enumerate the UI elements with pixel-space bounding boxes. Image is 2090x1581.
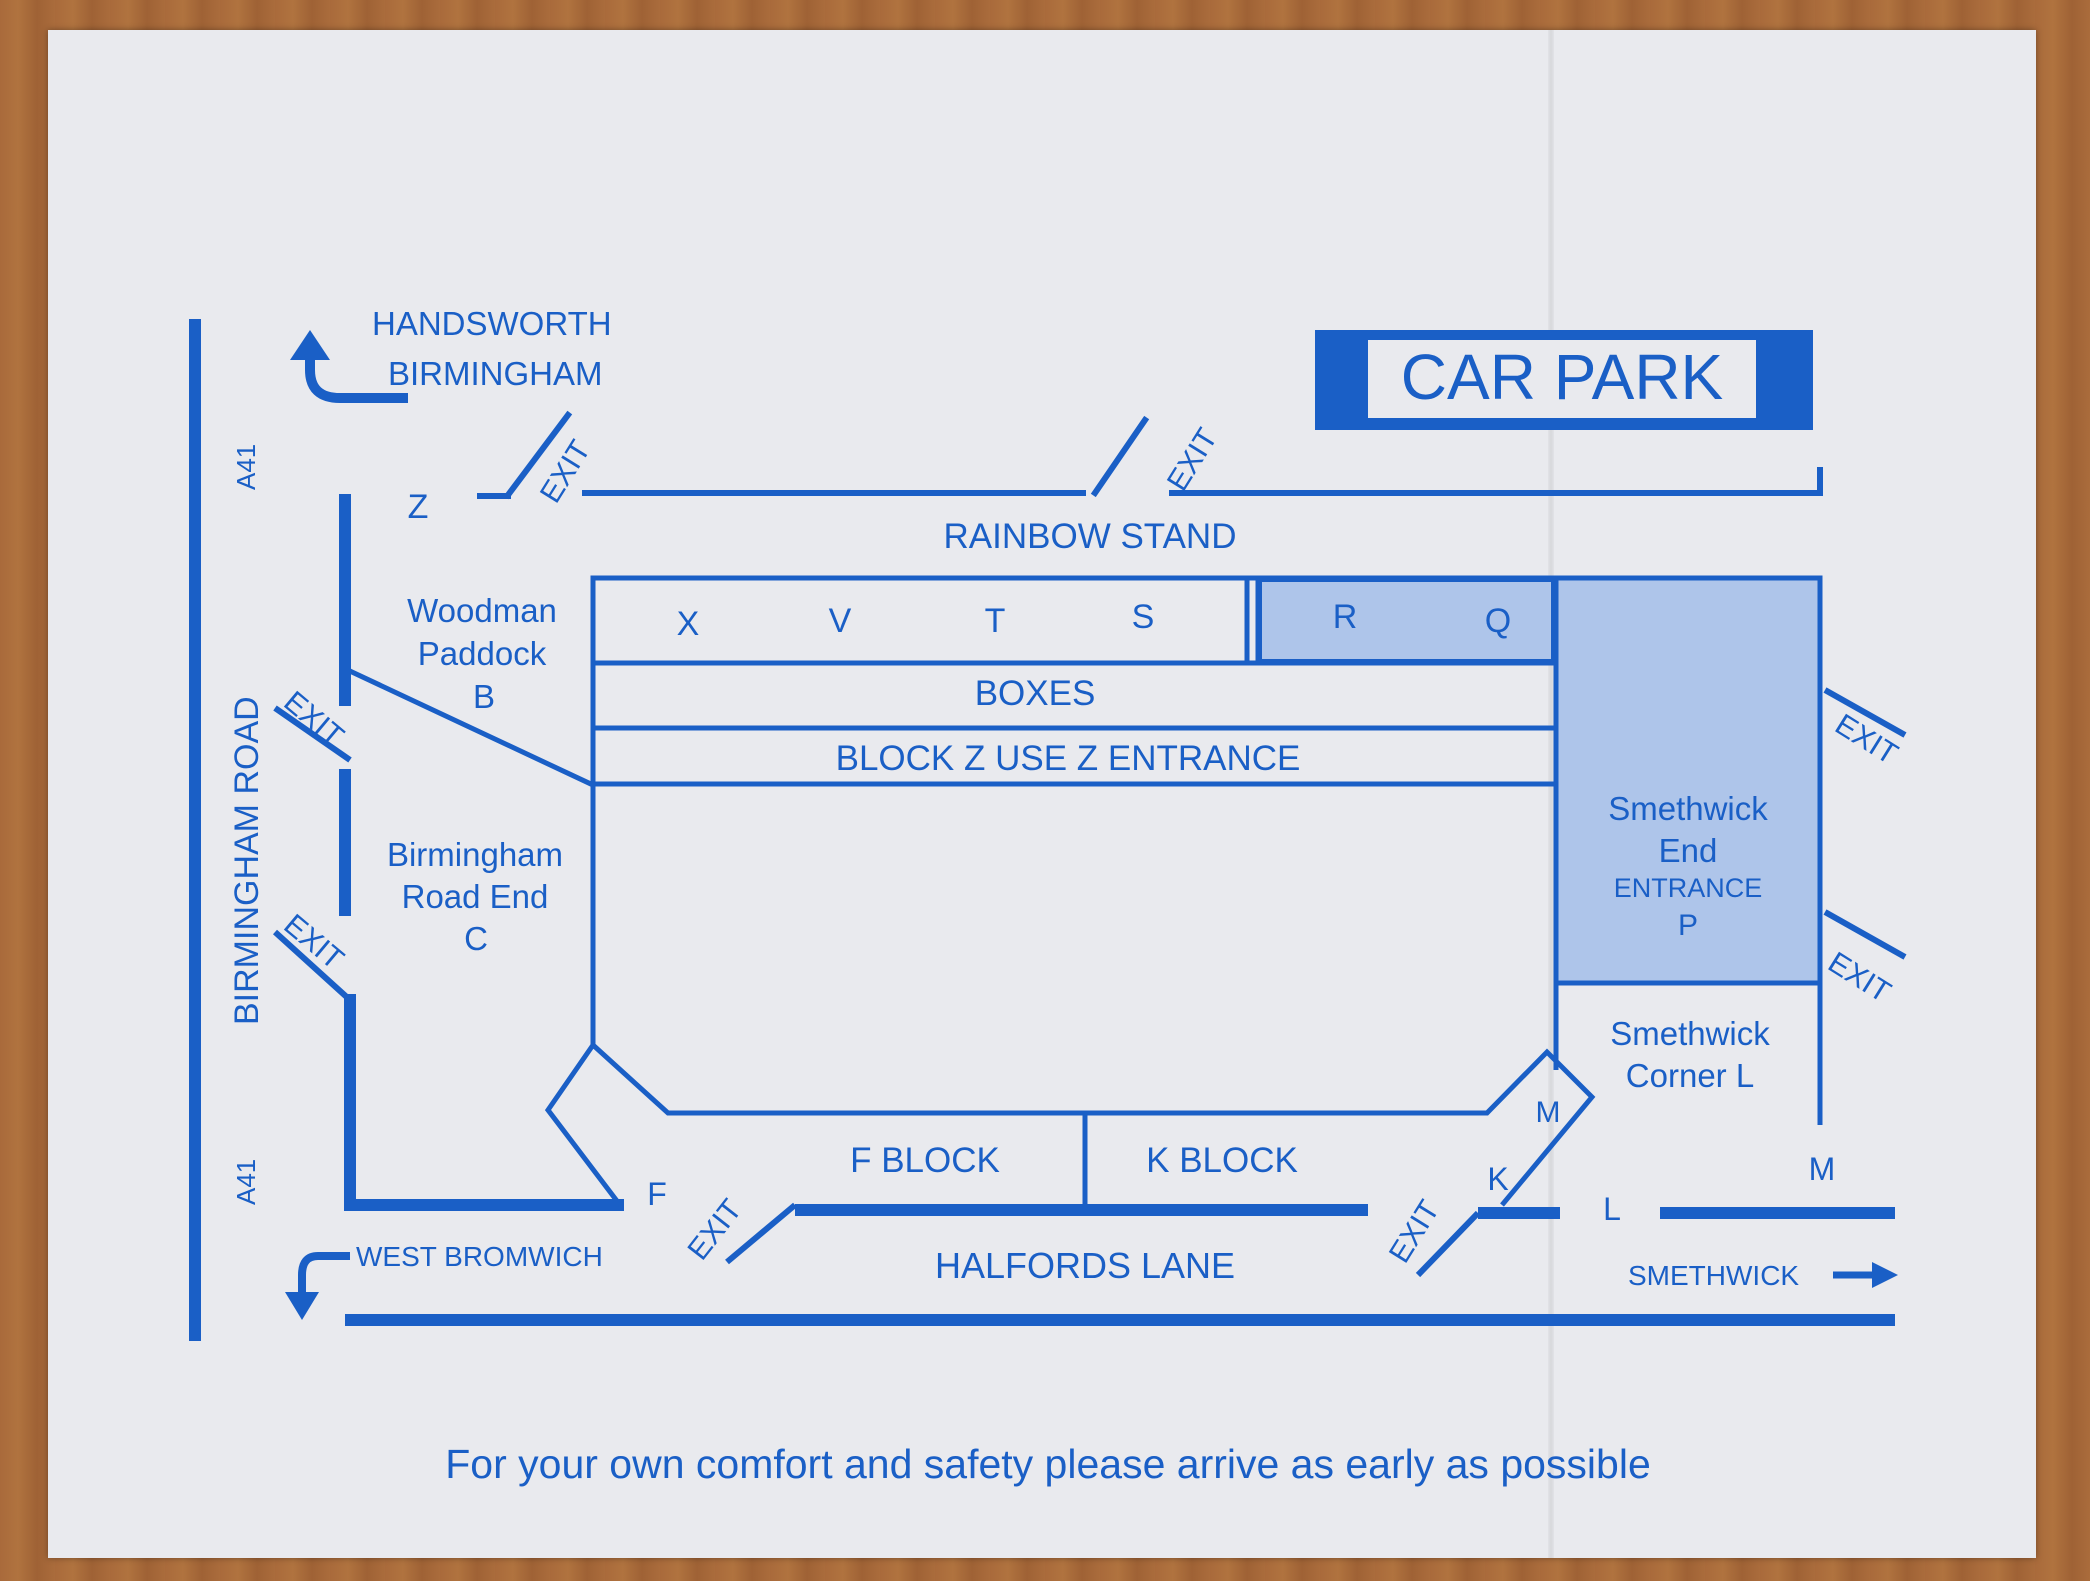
- car-park-inner: [1368, 340, 1756, 418]
- k-block-label: K BLOCK: [1146, 1141, 1298, 1180]
- section-q-label: Q: [1485, 602, 1511, 640]
- woodman-paddock-label-2: Paddock: [418, 635, 547, 672]
- north-label-line2: BIRMINGHAM: [388, 355, 603, 392]
- smethwick-corner-label-1: Smethwick: [1610, 1015, 1770, 1052]
- smethwick-end-label-1: Smethwick: [1608, 790, 1768, 827]
- car-park-label: CAR PARK: [1401, 341, 1723, 413]
- footer-notice: For your own comfort and safety please a…: [445, 1441, 1651, 1487]
- woodman-paddock-boundary: [348, 668, 597, 789]
- exit-diagonal-f: [725, 1202, 797, 1265]
- a41-top-label: A41: [231, 444, 261, 490]
- west-direction-label: WEST BROMWICH: [356, 1241, 603, 1272]
- gate-m-corner-label: M: [1536, 1096, 1561, 1129]
- woodman-paddock-label-3: B: [473, 678, 495, 715]
- gate-f-label: F: [647, 1176, 667, 1212]
- gate-k-label: K: [1487, 1161, 1508, 1197]
- smethwick-end-shaded: [1553, 575, 1823, 986]
- north-arrow-icon: [305, 350, 408, 403]
- north-arrow-head: [290, 330, 330, 360]
- section-t-label: T: [985, 602, 1006, 640]
- f-corner-outline: [544, 1043, 622, 1207]
- block-z-label: BLOCK Z USE Z ENTRANCE: [836, 739, 1301, 778]
- rainbow-stand-label: RAINBOW STAND: [944, 517, 1237, 556]
- birmingham-road-end-label-2: Road End: [402, 878, 549, 915]
- smethwick-corner-label-2: Corner L: [1626, 1057, 1754, 1094]
- rainbow-stand-outer-right: [1169, 467, 1823, 496]
- exit-label-birmingham-1: EXIT: [278, 685, 350, 753]
- exit-label-smethwick-1: EXIT: [1829, 708, 1903, 771]
- smethwick-end-label-4: P: [1678, 909, 1698, 942]
- section-rq-shaded: [1258, 578, 1555, 663]
- west-arrow-head: [285, 1292, 319, 1320]
- boxes-label: BOXES: [975, 674, 1096, 713]
- exit-label-smethwick-2: EXIT: [1822, 946, 1896, 1009]
- exit-diagonal-smethwick-1: [1823, 687, 1907, 738]
- terrace-outline: [591, 1043, 1596, 1207]
- exit-diagonal-birmingham-1: [273, 705, 352, 763]
- section-r-label: R: [1333, 598, 1358, 636]
- birmingham-road-label: BIRMINGHAM ROAD: [228, 696, 266, 1025]
- section-x-label: X: [677, 605, 700, 643]
- gate-z-label: Z: [408, 488, 429, 526]
- gate-m-side-label: M: [1809, 1151, 1836, 1187]
- exit-diagonal-smethwick-2: [1823, 909, 1907, 960]
- exit-diagonal-z: [503, 410, 573, 500]
- smethwick-end-label-3: ENTRANCE: [1614, 873, 1763, 903]
- exit-diagonal-k: [1415, 1210, 1481, 1278]
- paper-fold-crease: [1548, 30, 1554, 1558]
- east-direction-label: SMETHWICK: [1628, 1260, 1799, 1291]
- exit-diagonal-rainbow: [1090, 415, 1150, 498]
- section-v-label: V: [829, 602, 852, 640]
- smethwick-end-label-2: End: [1659, 832, 1718, 869]
- exit-label-rainbow: EXIT: [1161, 423, 1224, 497]
- section-s-label: S: [1132, 598, 1155, 636]
- f-block-label: F BLOCK: [850, 1141, 1000, 1180]
- exit-diagonal-birmingham-2: [272, 929, 353, 1003]
- east-arrow-head: [1872, 1262, 1898, 1288]
- halfords-lane-label: HALFORDS LANE: [935, 1245, 1235, 1286]
- woodman-paddock-label-1: Woodman: [407, 592, 557, 629]
- birmingham-road-edge-bottom: [344, 994, 624, 1211]
- west-arrow-icon: [298, 1252, 350, 1300]
- birmingham-road-end-label-3: C: [464, 920, 488, 957]
- birmingham-road-end-label-1: Birmingham: [387, 836, 563, 873]
- gate-l-label: L: [1603, 1191, 1621, 1227]
- north-label-line1: HANDSWORTH: [372, 305, 612, 342]
- a41-bottom-label: A41: [231, 1159, 261, 1205]
